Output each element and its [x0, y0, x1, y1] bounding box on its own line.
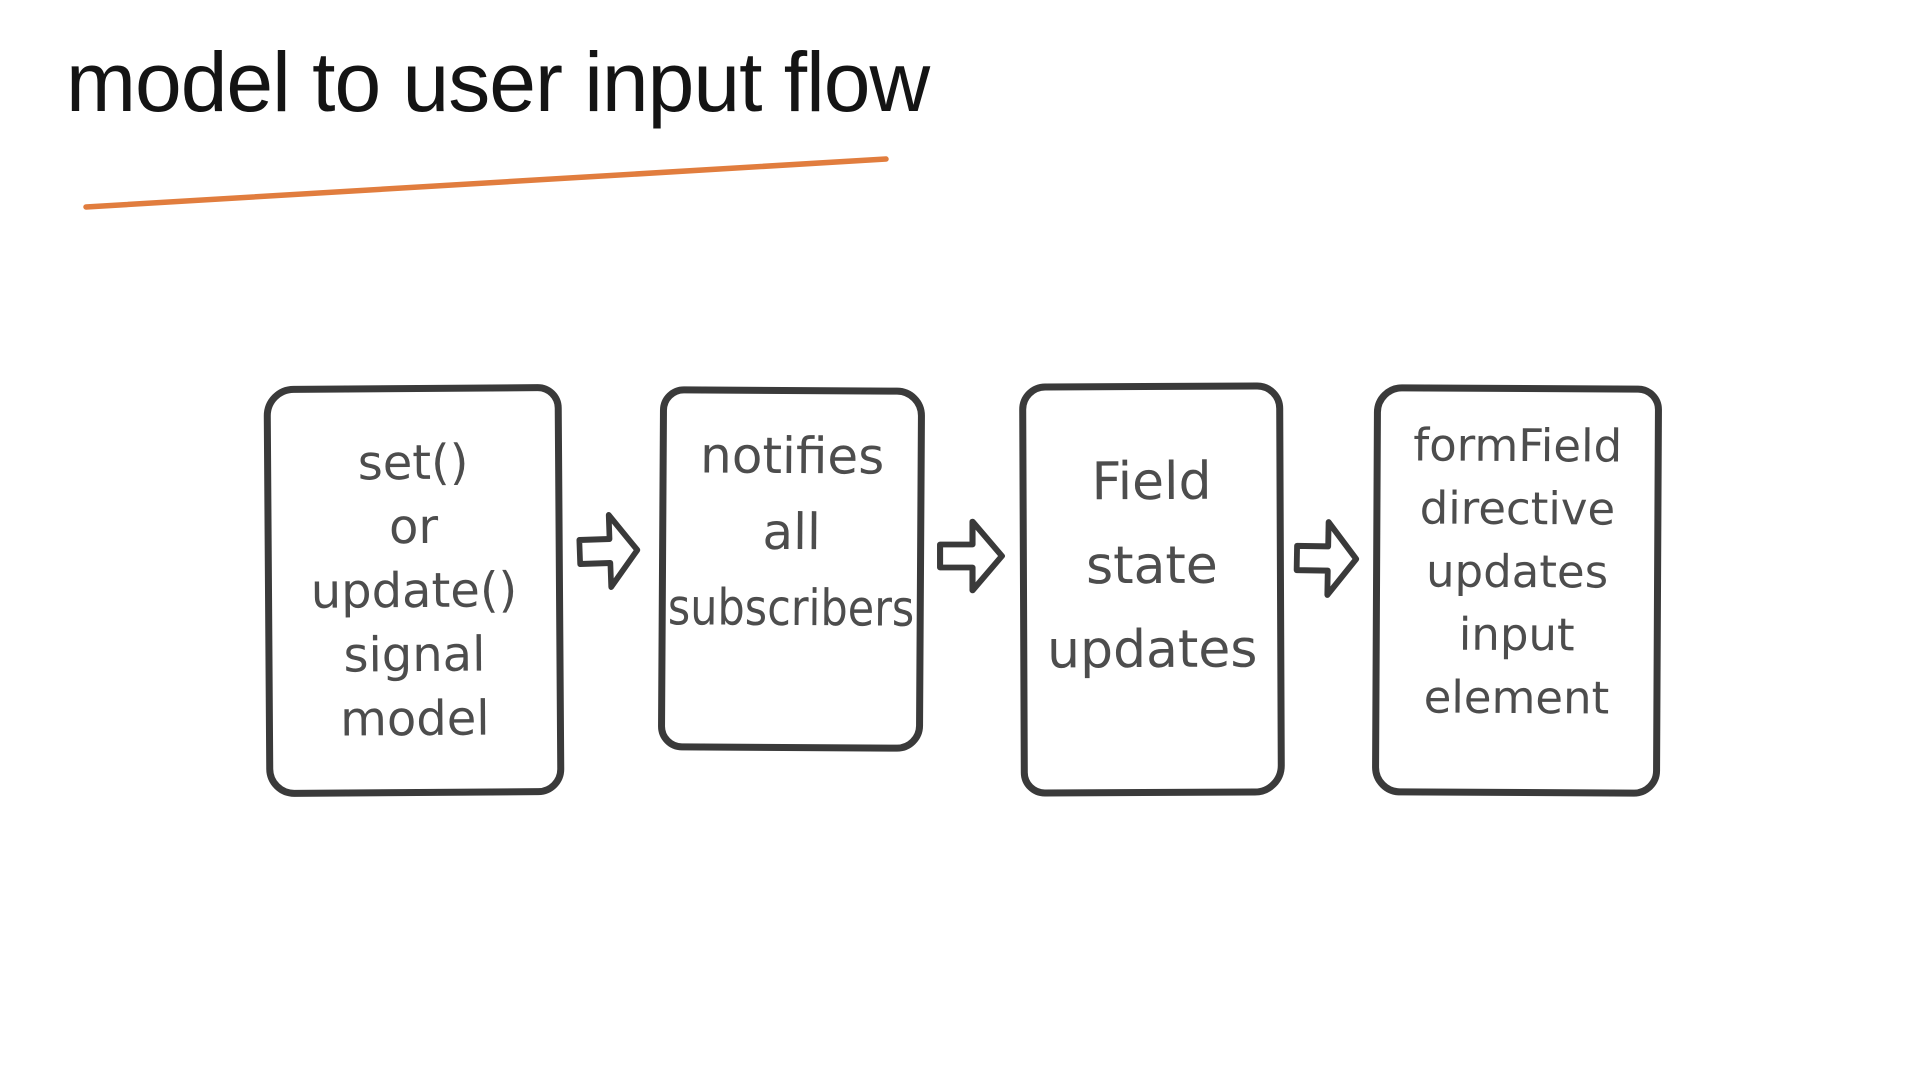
title-underline-accent [83, 156, 889, 210]
right-block-arrow-icon [937, 518, 1005, 594]
page-title: model to user input flow [66, 35, 930, 129]
box-text-line: all [762, 502, 822, 562]
box-text-line: element [1423, 670, 1610, 725]
flow-step-signal-set-update: set() or update() signal model [263, 383, 565, 798]
flow-step-notifies-subscribers: notifies all subscribers [657, 386, 926, 752]
right-block-arrow-icon [1293, 519, 1360, 598]
box-text-line: formField [1413, 418, 1623, 473]
flow-step-field-state-updates: Field state updates [1019, 382, 1285, 797]
box-text-line: update() [310, 561, 518, 620]
box-text-line: model [339, 689, 490, 748]
box-text-line: directive [1419, 481, 1616, 536]
box-text-line: or [388, 498, 439, 555]
box-text-line: notifies [699, 426, 885, 486]
box-text-line: set() [357, 434, 469, 491]
box-text-line: input [1458, 607, 1575, 662]
box-text-line: updates [1425, 544, 1609, 599]
box-text-line: Field [1091, 451, 1212, 513]
right-block-arrow-icon [576, 511, 641, 590]
box-text-line: signal [343, 626, 486, 683]
flow-step-formfield-directive: formField directive updates input elemen… [1371, 384, 1663, 797]
box-text-line: state [1085, 535, 1218, 597]
box-text-line: subscribers [667, 578, 915, 638]
box-text-line: updates [1046, 619, 1258, 681]
